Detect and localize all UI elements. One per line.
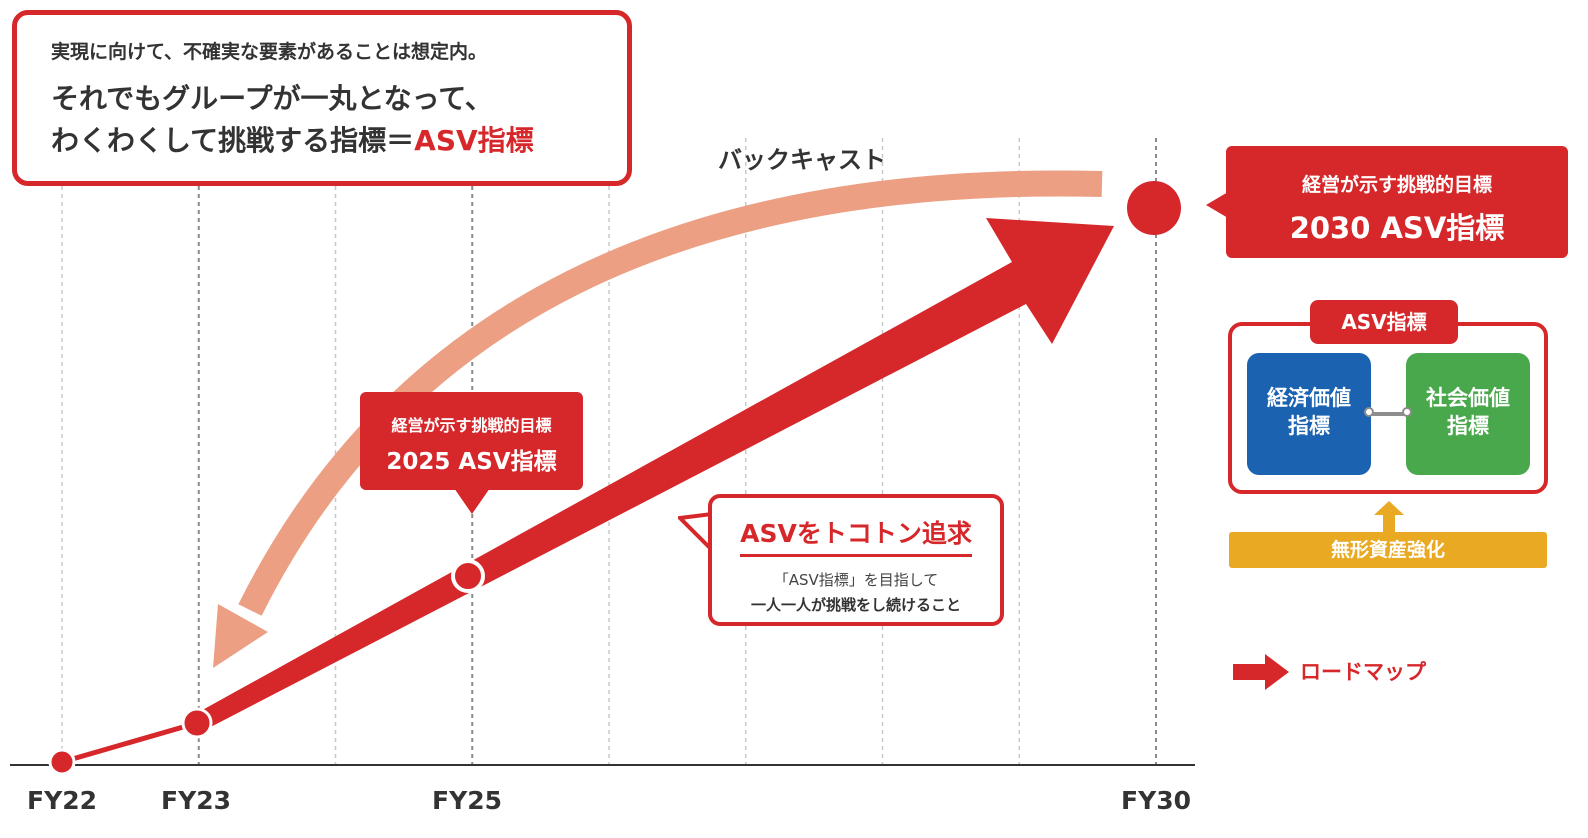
economic-value-line2: 指標 bbox=[1288, 414, 1330, 438]
roadmap-segment-fy22-fy23 bbox=[61, 720, 198, 765]
callout-2030-line1: 経営が示す挑戦的目標 bbox=[1301, 174, 1492, 196]
pursuit-box: ASVをトコトン追求 「ASV指標」を目指して 一人一人が挑戦をし続けること bbox=[708, 494, 1004, 626]
headline-line3-prefix: わくわくして挑戦する指標＝ bbox=[51, 124, 415, 157]
connector-dot-right bbox=[1402, 407, 1412, 417]
connector-dot-left bbox=[1364, 407, 1374, 417]
headline-box: 実現に向けて、不確実な要素があることは想定内。 それでもグループが一丸となって、… bbox=[12, 10, 632, 186]
up-arrow-icon bbox=[1374, 501, 1404, 533]
callout-2030: 経営が示す挑戦的目標 2030 ASV指標 bbox=[1206, 146, 1568, 258]
callout-2025-line1: 経営が示す挑戦的目標 bbox=[391, 416, 552, 435]
asv-index-tab: ASV指標 bbox=[1310, 300, 1458, 344]
x-axis-label-fy25: FY25 bbox=[432, 786, 502, 815]
social-value-line2: 指標 bbox=[1447, 414, 1489, 438]
milestone-fy22 bbox=[48, 748, 76, 776]
callout-2025-line2: 2025 ASV指標 bbox=[386, 449, 557, 475]
milestone-fy30 bbox=[1127, 181, 1181, 235]
intangible-assets-bar: 無形資産強化 bbox=[1229, 532, 1547, 568]
roadmap-legend-arrow-icon bbox=[1233, 654, 1289, 690]
pursuit-line2: 一人一人が挑戦をし続けること bbox=[750, 596, 961, 614]
callout-2025: 経営が示す挑戦的目標 2025 ASV指標 bbox=[360, 392, 583, 514]
callout-2030-line2: 2030 ASV指標 bbox=[1289, 211, 1505, 245]
headline-line3: わくわくして挑戦する指標＝ASV指標 bbox=[51, 120, 599, 162]
economic-value-line1: 経済価値 bbox=[1267, 386, 1351, 410]
headline-line1: 実現に向けて、不確実な要素があることは想定内。 bbox=[51, 41, 488, 63]
milestone-fy25 bbox=[451, 559, 485, 593]
headline-line2: それでもグループが一丸となって、 bbox=[51, 82, 493, 115]
x-axis-label-fy30: FY30 bbox=[1121, 786, 1191, 815]
pursuit-line1: 「ASV指標」を目指して bbox=[773, 571, 939, 589]
x-axis-label-fy23: FY23 bbox=[161, 786, 231, 815]
social-value-tile: 社会価値 指標 bbox=[1406, 353, 1530, 475]
backcast-label: バックキャスト bbox=[718, 146, 886, 174]
roadmap-legend-label: ロードマップ bbox=[1300, 660, 1426, 684]
milestone-fy23 bbox=[181, 707, 213, 739]
economic-value-tile: 経済価値 指標 bbox=[1247, 353, 1371, 475]
pursuit-title: ASVをトコトン追求 bbox=[740, 514, 972, 557]
headline-accent: ASV指標 bbox=[414, 124, 534, 157]
roadmap-arrow bbox=[197, 218, 1114, 731]
backcast-arrowhead bbox=[213, 604, 268, 668]
social-value-line1: 社会価値 bbox=[1426, 386, 1510, 410]
x-axis-label-fy22: FY22 bbox=[27, 786, 97, 815]
backcast-arrow bbox=[238, 170, 1103, 616]
value-connector bbox=[1369, 412, 1409, 416]
